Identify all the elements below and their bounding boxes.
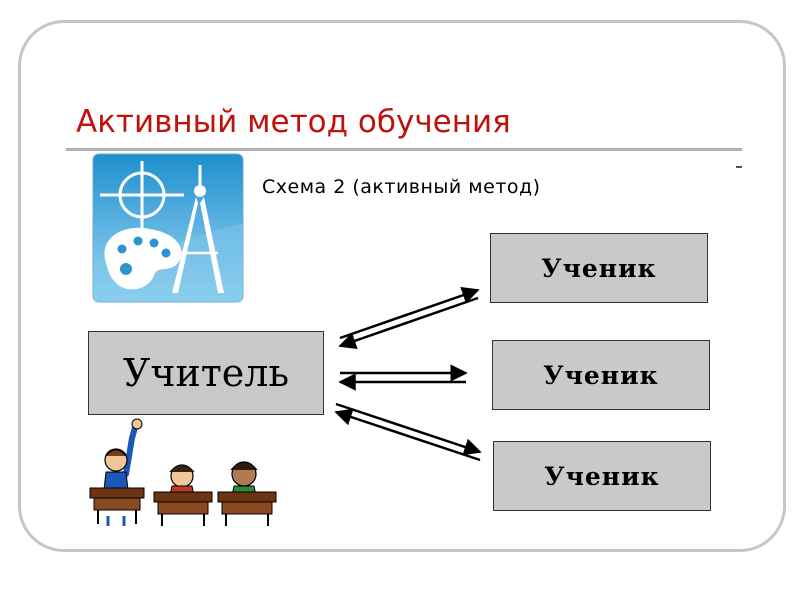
geometry-icon [92, 153, 244, 303]
slide-title: Активный метод обучения [76, 104, 511, 140]
title-divider [66, 148, 742, 151]
arrow-pair-student-1 [338, 286, 480, 350]
student-box-1: Ученик [490, 233, 708, 303]
palette-icon [104, 227, 182, 290]
student-desks-clipart [89, 418, 277, 526]
crosshair-icon [100, 161, 184, 235]
student-sitting-icon-2 [217, 461, 277, 526]
student-raising-hand-icon [89, 418, 145, 526]
student-sitting-icon [153, 464, 213, 526]
student-box-3: Ученик [493, 441, 711, 511]
compass-icon [172, 165, 224, 293]
diagram-subtitle: Схема 2 (активный метод) [262, 176, 541, 198]
teacher-box: Учитель [88, 331, 324, 415]
divider-mark [736, 166, 742, 168]
student-box-2: Ученик [492, 340, 710, 410]
arrow-pair-student-2 [338, 364, 468, 391]
arrow-pair-student-3 [334, 402, 482, 462]
